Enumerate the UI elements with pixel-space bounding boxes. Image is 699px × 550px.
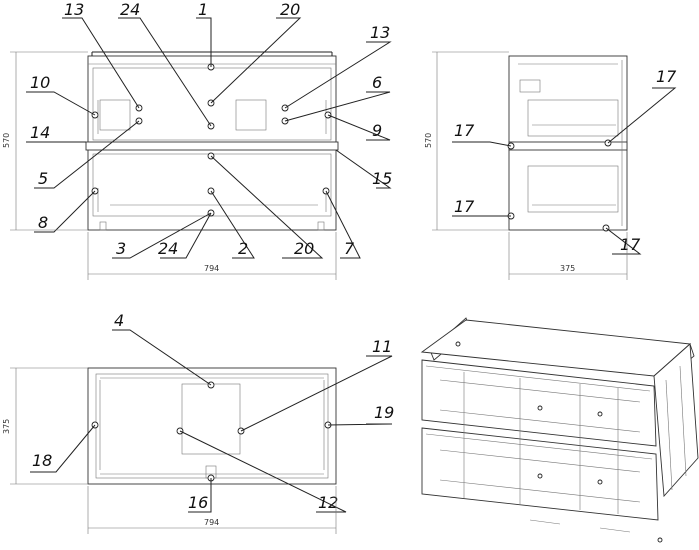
callout-5: 5 bbox=[38, 169, 48, 188]
callout-11: 11 bbox=[372, 337, 392, 356]
callout-8: 8 bbox=[38, 213, 48, 232]
callout-16: 16 bbox=[188, 493, 208, 512]
side-view: 17 17 17 17 570 375 bbox=[424, 51, 677, 280]
callout-15: 15 bbox=[372, 169, 392, 188]
callout-6: 6 bbox=[372, 73, 382, 92]
dimension-front-width: 794 bbox=[204, 264, 219, 273]
dimension-front-height: 570 bbox=[2, 133, 11, 148]
callout-17-left-upper: 17 bbox=[454, 121, 475, 140]
dimension-top-depth: 375 bbox=[2, 419, 11, 434]
callout-13: 13 bbox=[64, 0, 84, 19]
callout-17-right-lower: 17 bbox=[620, 235, 641, 254]
callout-2: 2 bbox=[238, 239, 248, 258]
callout-17-right-upper: 17 bbox=[656, 67, 677, 86]
callout-19: 19 bbox=[374, 403, 394, 422]
callout-24-bottom: 24 bbox=[158, 239, 178, 258]
callout-20: 20 bbox=[280, 0, 300, 19]
callout-3: 3 bbox=[116, 239, 126, 258]
callout-4: 4 bbox=[114, 311, 124, 330]
top-view: 4 11 19 18 16 12 375 794 bbox=[2, 311, 394, 534]
dimension-top-width: 794 bbox=[204, 518, 219, 527]
callout-1: 1 bbox=[198, 0, 208, 19]
callout-24: 24 bbox=[120, 0, 140, 19]
callout-9: 9 bbox=[372, 121, 382, 140]
callout-13-right: 13 bbox=[370, 23, 390, 42]
callout-17-left-lower: 17 bbox=[454, 197, 475, 216]
callout-18: 18 bbox=[32, 451, 52, 470]
callout-10: 10 bbox=[30, 73, 50, 92]
callout-7: 7 bbox=[344, 239, 355, 258]
callout-12: 12 bbox=[318, 493, 338, 512]
front-view: 13 24 1 20 13 10 6 14 9 5 15 8 3 24 2 20… bbox=[2, 0, 392, 280]
callout-14: 14 bbox=[30, 123, 50, 142]
dimension-side-depth: 375 bbox=[560, 264, 575, 273]
isometric-view bbox=[420, 317, 699, 543]
callout-20-bottom: 20 bbox=[294, 239, 314, 258]
dimension-side-height: 570 bbox=[424, 133, 433, 148]
